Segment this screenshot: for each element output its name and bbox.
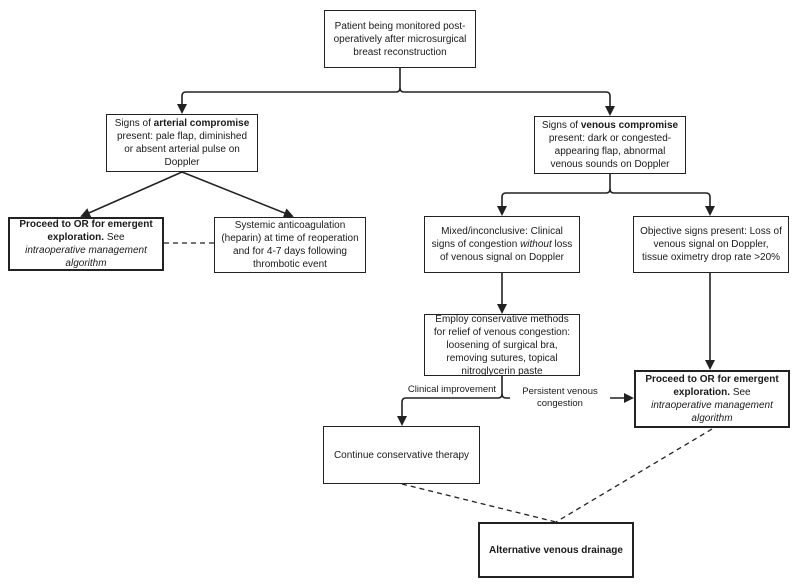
- node-or-right-ital: intraoperative management algorithm: [651, 400, 773, 424]
- edge-venous-objective: [609, 188, 715, 216]
- node-or-right-bold: Proceed to OR for emergent exploration.: [645, 374, 779, 398]
- node-or-left: Proceed to OR for emergent exploration. …: [8, 217, 164, 271]
- node-or-left-bold: Proceed to OR for emergent exploration.: [19, 219, 153, 243]
- node-mixed-pre: Mixed/inconclusive: Clinical signs of co…: [431, 226, 563, 250]
- node-venous-bold: venous compromise: [580, 120, 679, 131]
- node-continue-conservative: Continue conservative therapy: [323, 426, 480, 484]
- node-or-left-ital: intraoperative management algorithm: [25, 245, 147, 269]
- node-arterial-pre: Signs of: [114, 118, 154, 129]
- node-anticoag-text: Systemic anticoagulation (heparin) at ti…: [221, 220, 359, 270]
- node-arterial-post: present: pale flap, diminished or absent…: [116, 131, 248, 168]
- edge-label-persistent-congestion: Persistent venous congestion: [510, 386, 610, 410]
- node-arterial-bold: arterial compromise: [153, 118, 250, 129]
- node-start: Patient being monitored post-operatively…: [324, 10, 476, 68]
- edge-start-venous: [399, 87, 615, 116]
- node-or-right-mid: See: [730, 387, 751, 398]
- edge-label-clinical-improvement: Clinical improvement: [404, 384, 500, 396]
- node-objective-signs: Objective signs present: Loss of venous …: [633, 216, 789, 273]
- node-or-left-mid: See: [104, 232, 125, 243]
- node-conservative-text: Employ conservative methods for relief o…: [433, 313, 571, 377]
- node-conservative-methods: Employ conservative methods for relief o…: [424, 313, 580, 377]
- node-or-right: Proceed to OR for emergent exploration. …: [634, 370, 790, 428]
- node-venous-compromise: Signs of venous compromise present: dark…: [534, 116, 686, 174]
- node-mixed-inconclusive: Mixed/inconclusive: Clinical signs of co…: [424, 216, 580, 273]
- node-start-text: Patient being monitored post-operatively…: [333, 20, 467, 58]
- node-alternative-drainage: Alternative venous drainage: [478, 522, 634, 578]
- node-continue-text: Continue conservative therapy: [333, 449, 470, 461]
- node-mixed-post: loss of venous signal on Doppler: [440, 239, 573, 263]
- edge-conservative-or: [501, 393, 634, 403]
- edge-start-arterial: [177, 68, 401, 114]
- edge-arterial-or: [80, 171, 183, 218]
- edge-arterial-anticoag: [181, 171, 294, 218]
- node-venous-pre: Signs of: [541, 120, 581, 131]
- node-anticoagulation: Systemic anticoagulation (heparin) at ti…: [214, 217, 366, 273]
- node-alternative-text: Alternative venous drainage: [489, 544, 623, 556]
- edge-venous-mixed: [497, 174, 611, 216]
- dashed-continue-alternative: [401, 483, 557, 523]
- node-mixed-ital: without: [520, 239, 552, 250]
- dashed-or-alternative: [555, 428, 713, 523]
- node-arterial-compromise: Signs of arterial compromise present: pa…: [106, 114, 258, 172]
- node-objective-text: Objective signs present: Loss of venous …: [640, 226, 782, 263]
- node-venous-post: present: dark or congested-appearing fla…: [548, 133, 672, 170]
